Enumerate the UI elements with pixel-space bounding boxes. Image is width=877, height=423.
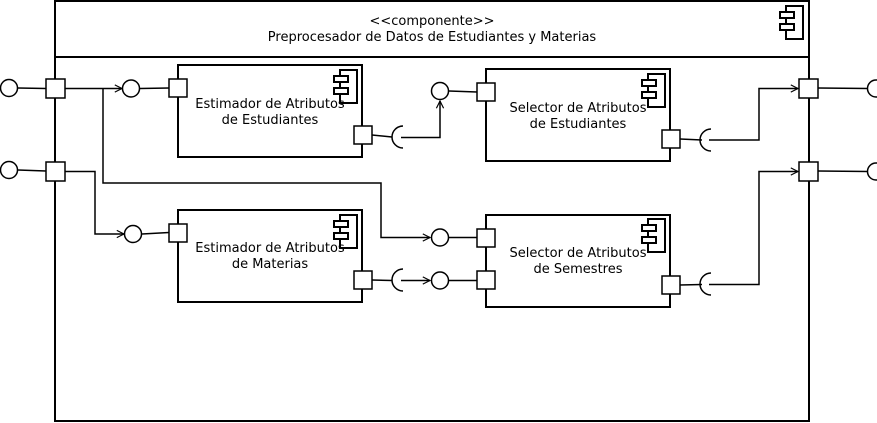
- component-icon: [333, 214, 358, 249]
- left-interface-2: [0, 160, 66, 182]
- port-right-1: [798, 78, 819, 99]
- delegation-arrow-out: [709, 89, 798, 141]
- component-label-line2: de Materias: [232, 257, 309, 272]
- component-icon: [333, 69, 358, 104]
- container-title: Preprocesador de Datos de Estudiantes y …: [268, 30, 597, 45]
- component-label-line1: Estimador de Atributos: [195, 241, 345, 256]
- right-interface-2: [798, 161, 877, 182]
- delegation-arrow-out: [709, 172, 798, 286]
- component-icon: [779, 5, 804, 40]
- required-interface-estimador-materias: [371, 268, 450, 292]
- component-icon: [641, 218, 666, 253]
- provided-interface: [123, 224, 143, 244]
- left-interface-1: [0, 78, 66, 99]
- port: [476, 270, 496, 290]
- port: [168, 78, 188, 98]
- port: [476, 228, 496, 248]
- delegation-arrow-materias: [65, 170, 124, 235]
- component-label-line2: de Estudiantes: [530, 117, 627, 132]
- port: [661, 129, 681, 149]
- component-label-line1: Selector de Atributos: [510, 246, 647, 261]
- component-estimador-estudiantes: Estimador de Atributos de Estudiantes: [121, 64, 373, 158]
- port: [168, 223, 188, 243]
- assembly-arrow: [401, 101, 440, 139]
- required-interface-selector-estudiantes: [679, 89, 798, 152]
- delegation-arrow-semestres: [102, 88, 430, 238]
- provided-interface: [430, 228, 450, 247]
- required-interface-estimador-estudiantes: [371, 101, 440, 149]
- component-selector-semestres: Selector de Atributos de Semestres: [430, 214, 681, 308]
- component-label-line1: Estimador de Atributos: [195, 97, 345, 112]
- port-right-2: [798, 161, 819, 182]
- port: [353, 270, 373, 290]
- container-component: <<componente>> Preprocesador de Datos de…: [54, 0, 810, 422]
- container-stereotype: <<componente>>: [369, 14, 494, 29]
- port-left-1: [45, 78, 66, 99]
- component-selector-estudiantes: Selector de Atributos de Estudiantes: [430, 68, 681, 162]
- component-label-line2: de Estudiantes: [222, 113, 319, 128]
- right-interface-1: [798, 78, 877, 99]
- port: [353, 125, 373, 145]
- provided-interface: [121, 79, 141, 98]
- component-estimador-materias: Estimador de Atributos de Materias: [123, 209, 373, 303]
- component-icon: [641, 73, 666, 108]
- port-left-2: [45, 161, 66, 182]
- component-label-line2: de Semestres: [534, 262, 623, 277]
- port: [476, 82, 496, 102]
- provided-interface: [430, 81, 450, 101]
- component-label-line1: Selector de Atributos: [510, 101, 647, 116]
- port: [661, 275, 681, 295]
- provided-interface: [430, 271, 450, 290]
- required-interface-selector-semestres: [679, 172, 798, 296]
